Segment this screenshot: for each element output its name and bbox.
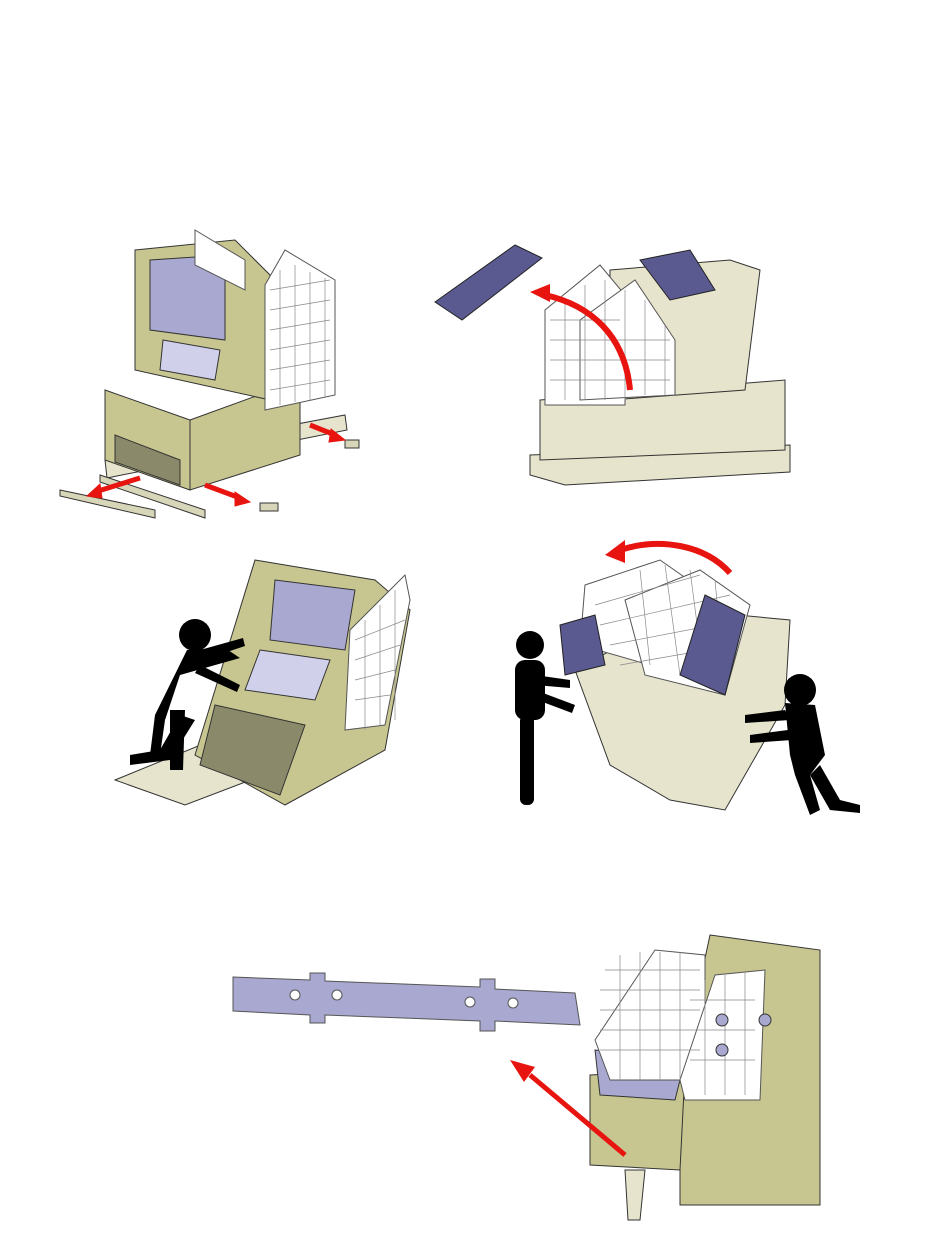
step-3-illustration	[75, 540, 415, 815]
step-2-illustration	[430, 240, 800, 490]
step-5-illustration	[500, 930, 840, 1230]
step-4-illustration	[500, 525, 920, 825]
step-1-illustration	[55, 220, 375, 525]
